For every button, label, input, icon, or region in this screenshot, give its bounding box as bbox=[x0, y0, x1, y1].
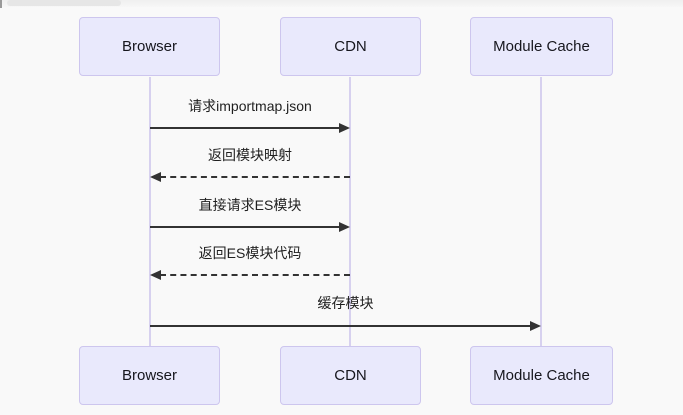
arrowhead-left-icon bbox=[150, 270, 161, 280]
window-corner bbox=[0, 0, 2, 8]
message-label: 返回ES模块代码 bbox=[198, 245, 302, 261]
actor-label: CDN bbox=[334, 38, 367, 55]
message-line-solid bbox=[150, 226, 341, 228]
message-label: 缓存模块 bbox=[317, 295, 374, 311]
window-tab-remnant bbox=[7, 0, 121, 6]
message-line-solid bbox=[150, 127, 341, 129]
message-label: 返回模块映射 bbox=[208, 147, 292, 163]
actor-bottom-browser: Browser bbox=[79, 346, 220, 405]
actor-bottom-cdn: CDN bbox=[280, 346, 421, 405]
actor-label: Module Cache bbox=[493, 367, 590, 384]
actor-top-cdn: CDN bbox=[280, 17, 421, 76]
lifeline-module-cache bbox=[540, 77, 542, 347]
arrowhead-left-icon bbox=[150, 172, 161, 182]
message-label: 直接请求ES模块 bbox=[198, 197, 302, 213]
arrowhead-right-icon bbox=[530, 321, 541, 331]
message-label: 请求importmap.json bbox=[188, 98, 312, 114]
lifeline-cdn bbox=[349, 77, 351, 347]
message-line-dashed bbox=[160, 176, 350, 178]
actor-top-browser: Browser bbox=[79, 17, 220, 76]
actor-label: CDN bbox=[334, 367, 367, 384]
actor-bottom-module-cache: Module Cache bbox=[470, 346, 613, 405]
actor-top-module-cache: Module Cache bbox=[470, 17, 613, 76]
actor-label: Browser bbox=[121, 367, 177, 384]
actor-label: Browser bbox=[121, 38, 177, 55]
arrowhead-right-icon bbox=[339, 123, 350, 133]
message-line-solid bbox=[150, 325, 532, 327]
window-top-edge bbox=[0, 0, 683, 7]
lifeline-browser bbox=[149, 77, 151, 347]
arrowhead-right-icon bbox=[339, 222, 350, 232]
actor-label: Module Cache bbox=[493, 38, 590, 55]
message-line-dashed bbox=[160, 274, 350, 276]
